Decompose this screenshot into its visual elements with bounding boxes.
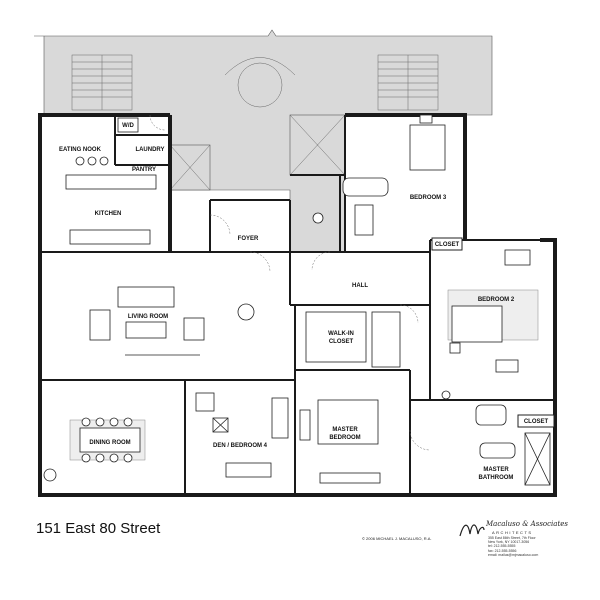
stairs (71, 54, 439, 191)
label-master-bedroom-1: MASTER (332, 427, 358, 433)
kitchen-counter (65, 174, 157, 190)
label-living-room: LIVING ROOM (128, 314, 168, 320)
furniture (43, 114, 551, 486)
living-sofa (117, 286, 175, 308)
master-bed (317, 399, 379, 445)
label-foyer: FOYER (238, 236, 259, 242)
firm-contact-line: fax: 212-555-5556 (488, 548, 517, 553)
firm-subtitle: ARCHITECTS (492, 530, 533, 535)
label-walkin-1: WALK-IN (328, 331, 354, 337)
bedroom2-bed (451, 305, 503, 343)
label-dining-room: DINING ROOM (89, 440, 130, 446)
label-pantry: PANTRY (132, 167, 156, 173)
firm-contact: 355 East 86th Street, 7th Floor New York… (488, 536, 538, 557)
closet-box-bedroom3 (431, 237, 463, 251)
firm-contact-line: 355 East 86th Street, 7th Floor (488, 536, 536, 540)
building-address: 151 East 80 Street (36, 520, 161, 537)
door-swings (149, 114, 431, 451)
label-closet-a: CLOSET (435, 242, 460, 248)
label-eating-nook: EATING NOOK (59, 147, 102, 153)
label-bedroom3: BEDROOM 3 (410, 195, 447, 201)
label-bedroom2: BEDROOM 2 (478, 297, 515, 303)
label-kitchen: KITCHEN (95, 211, 122, 217)
label-hall: HALL (352, 283, 368, 289)
firm-name: Macaluso & Associates (486, 520, 569, 528)
room-labels: EATING NOOK LAUNDRY W/D PANTRY KITCHEN F… (59, 123, 548, 481)
dining-table (79, 427, 141, 453)
copyright-notice: © 2006 MICHAEL J. MACALUSO, R.A. (362, 536, 432, 541)
label-closet-b: CLOSET (524, 419, 549, 425)
bedroom3-bed (409, 124, 446, 171)
label-laundry: LAUNDRY (135, 147, 164, 153)
label-walkin-2: CLOSET (329, 339, 354, 345)
label-den: DEN / BEDROOM 4 (213, 443, 268, 449)
architect-logo-icon (459, 524, 485, 537)
closet-box-master (517, 414, 555, 428)
firm-contact-line: email: mailus@mjmacaluso.com (488, 552, 539, 557)
label-master-bath-2: BATHROOM (479, 475, 514, 481)
firm-contact-line: New York, NY 10017-3056 (488, 540, 530, 545)
label-master-bedroom-2: BEDROOM (329, 435, 360, 441)
kitchen-island (69, 229, 151, 245)
label-wd: W/D (122, 123, 134, 129)
firm-contact-line: tel: 212-555-5555 (488, 544, 516, 549)
interior-walls (40, 115, 555, 495)
label-master-bath-1: MASTER (483, 467, 509, 473)
